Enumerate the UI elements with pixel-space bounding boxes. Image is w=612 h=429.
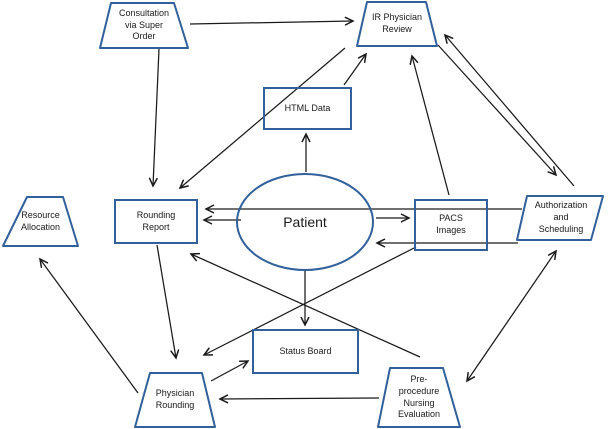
node-fill-rounding-report [115, 200, 197, 243]
edge-phys-rounding-to-status-board [210, 360, 250, 382]
edge-consultation-to-rounding-report [148, 48, 160, 188]
edge-phys-rounding-to-resource [39, 257, 139, 394]
node-fill-html-data [264, 88, 351, 129]
node-shape-rounding-report [114, 199, 198, 244]
node-fill-consultation [100, 3, 188, 48]
node-fill-preproc [378, 368, 460, 427]
edge-auth-to-preproc [466, 249, 557, 383]
edge-rounding-report-to-phys-rounding [156, 244, 180, 360]
edge-ir-review-to-auth [437, 44, 558, 177]
node-shape-phys-rounding [134, 372, 216, 428]
edge-preproc-to-rounding-report [189, 252, 421, 358]
edge-auth-to-ir-review [443, 33, 575, 187]
edge-ir-review-to-rounding-report [178, 47, 346, 190]
edge-preproc-to-phys-rounding [218, 394, 380, 404]
node-shape-patient [236, 173, 374, 271]
node-shape-resource [2, 196, 79, 247]
node-shape-ir-review [356, 1, 438, 47]
node-shape-auth [516, 195, 604, 241]
node-shape-preproc [377, 367, 461, 428]
edge-pacs-to-ir-review [409, 54, 450, 196]
node-fill-ir-review [357, 2, 437, 46]
node-fill-status-board [253, 330, 358, 373]
node-fill-phys-rounding [135, 373, 215, 427]
edge-html-data-to-ir-review [343, 52, 367, 86]
node-shape-consultation [99, 2, 189, 49]
node-fill-auth [517, 196, 603, 240]
edge-consultation-to-ir-review [189, 16, 355, 26]
node-fill-patient [237, 174, 373, 270]
node-shape-pacs [414, 199, 488, 251]
node-shape-status-board [252, 329, 359, 374]
node-fill-pacs [415, 200, 487, 250]
edge-pacs-to-phys-rounding [202, 246, 417, 356]
node-shape-html-data [263, 87, 352, 130]
